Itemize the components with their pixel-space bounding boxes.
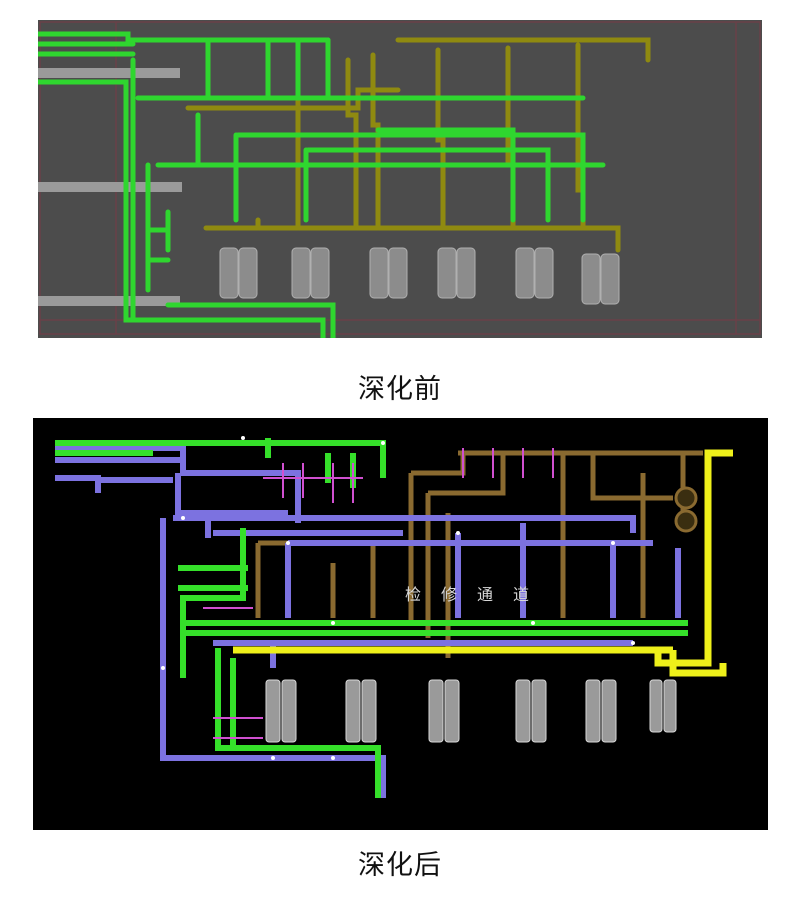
after-round-tanks xyxy=(674,486,698,533)
channel-char-3: 通 xyxy=(477,585,493,604)
after-diagram: 检 修 通 道 xyxy=(33,418,768,830)
after-units xyxy=(265,679,677,743)
after-caption: 深化后 xyxy=(358,850,442,881)
channel-char-4: 道 xyxy=(513,585,529,604)
before-pipe-layout xyxy=(38,20,762,338)
after-pipe-layout: 检 修 通 道 xyxy=(33,418,768,830)
maintenance-channel-label: 检 修 通 道 xyxy=(405,585,529,604)
after-valve-markers xyxy=(161,436,635,760)
before-water-pipes xyxy=(38,31,606,338)
before-units xyxy=(219,247,620,305)
before-beams xyxy=(38,68,182,306)
channel-char-2: 修 xyxy=(441,585,457,604)
before-diagram xyxy=(38,20,762,338)
after-blue-pipes xyxy=(55,445,681,798)
after-yellow-pipes xyxy=(233,449,733,677)
after-magenta-branches xyxy=(203,448,554,739)
channel-char-1: 检 xyxy=(405,585,421,604)
before-caption: 深化前 xyxy=(358,374,442,405)
